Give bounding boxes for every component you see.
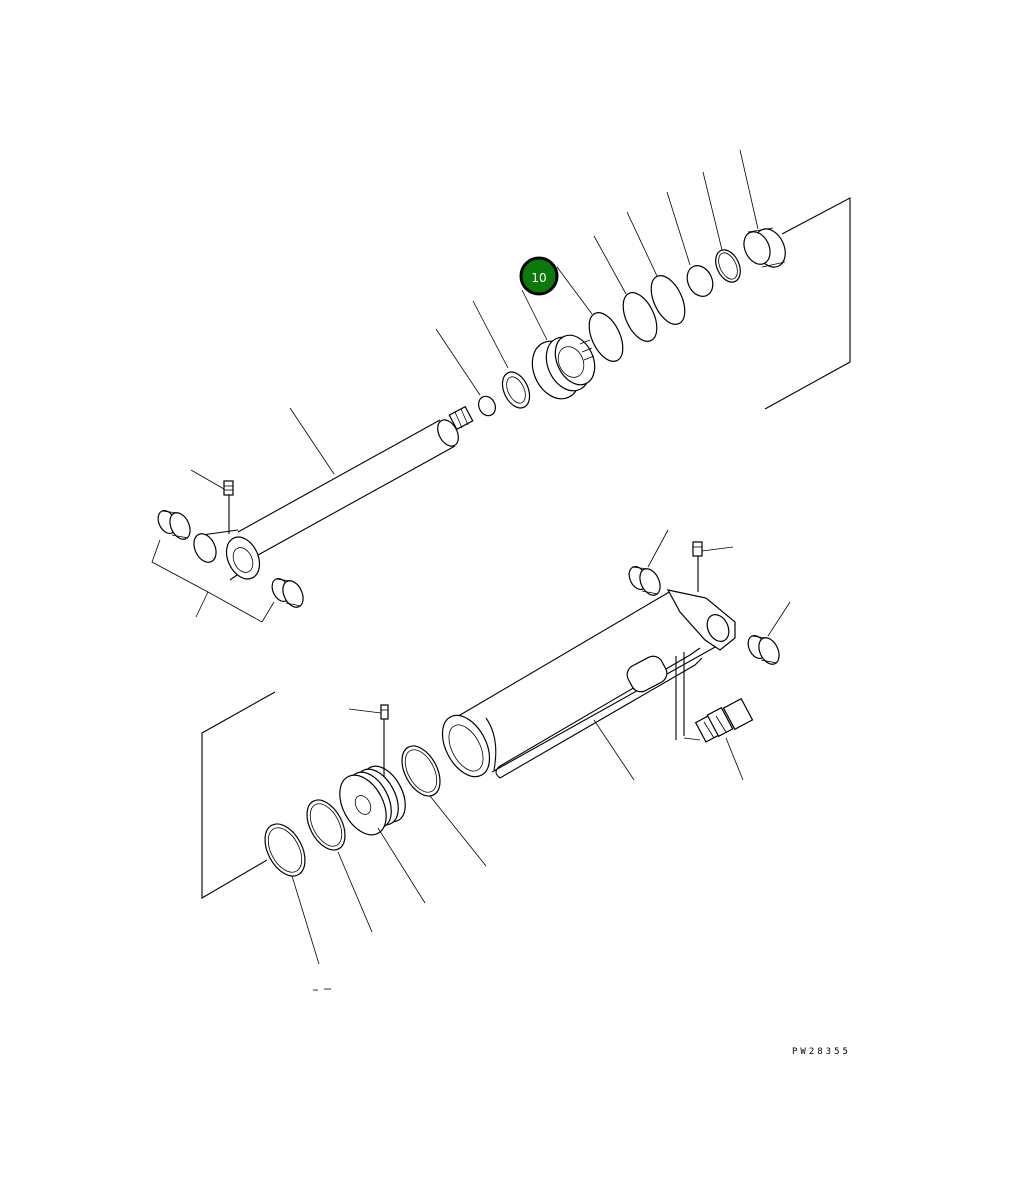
leader-line (647, 529, 669, 568)
leader-line (195, 591, 209, 618)
leader-line (291, 875, 320, 965)
piston-bolt (380, 704, 389, 776)
leader-line (593, 235, 627, 295)
rod-assembly (151, 149, 851, 623)
bushing-tube-left (628, 566, 661, 596)
group-bracket-upper (764, 197, 851, 410)
leader-line (666, 191, 691, 266)
wear-ring-lower (401, 745, 441, 797)
seal-rings-lower (264, 799, 346, 877)
leader-line (337, 851, 373, 933)
relief-valve (694, 697, 754, 743)
bushing-tube-right (747, 635, 780, 665)
callout-10[interactable]: 10 (519, 256, 559, 296)
rod-head (531, 334, 596, 400)
leader-line (429, 795, 487, 867)
seal-rings-upper (588, 249, 741, 362)
grease-fitting-rod (223, 480, 234, 534)
leader-line (348, 708, 382, 714)
bushing-rod-left (157, 510, 191, 540)
leader-line (739, 149, 759, 230)
callout-circle[interactable] (519, 256, 559, 296)
piston (339, 765, 406, 836)
leader-line (683, 737, 701, 741)
grease-fitting-tube (692, 541, 703, 592)
piston-rod (193, 405, 474, 581)
o-ring-small (478, 395, 496, 417)
leader-line (593, 719, 635, 781)
leader-line (289, 407, 335, 475)
leader-line (377, 827, 426, 904)
bushing-rod-right (271, 578, 304, 608)
leader-line (702, 171, 723, 251)
wiper-ring (501, 371, 531, 409)
cylinder-tube (441, 589, 736, 779)
leader-line (472, 300, 509, 369)
leader-line (190, 469, 225, 490)
drawing-code: PW28355 (792, 1047, 851, 1057)
cylinder-assembly (201, 529, 791, 991)
leader-line (435, 328, 481, 396)
leader-line (626, 211, 658, 277)
group-bracket-lower (201, 691, 276, 899)
bushing-upper-right (743, 227, 786, 268)
leader-line (556, 266, 593, 315)
leader-line (767, 601, 791, 637)
leader-line (521, 289, 548, 341)
callout-label: 10 (531, 271, 546, 285)
leader-line (701, 546, 734, 552)
leader-line (725, 737, 744, 781)
